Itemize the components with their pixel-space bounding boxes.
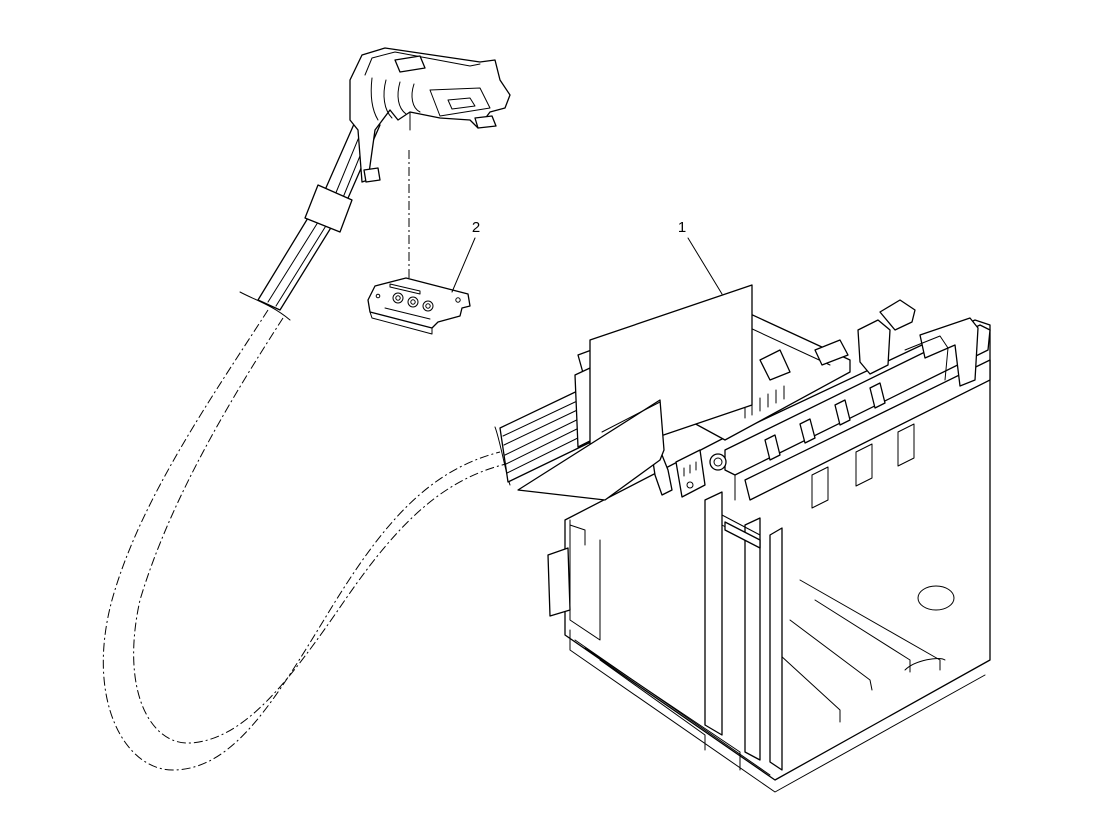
contact-plate xyxy=(367,277,471,335)
flat-cable-path xyxy=(102,291,511,771)
callout-1-label: 1 xyxy=(678,219,686,236)
leader-line-1 xyxy=(687,237,723,295)
callout-2-label: 2 xyxy=(472,219,480,236)
carriage-housing xyxy=(499,284,991,793)
cable-head-assembly xyxy=(257,47,511,311)
leader-line-2 xyxy=(451,237,476,293)
